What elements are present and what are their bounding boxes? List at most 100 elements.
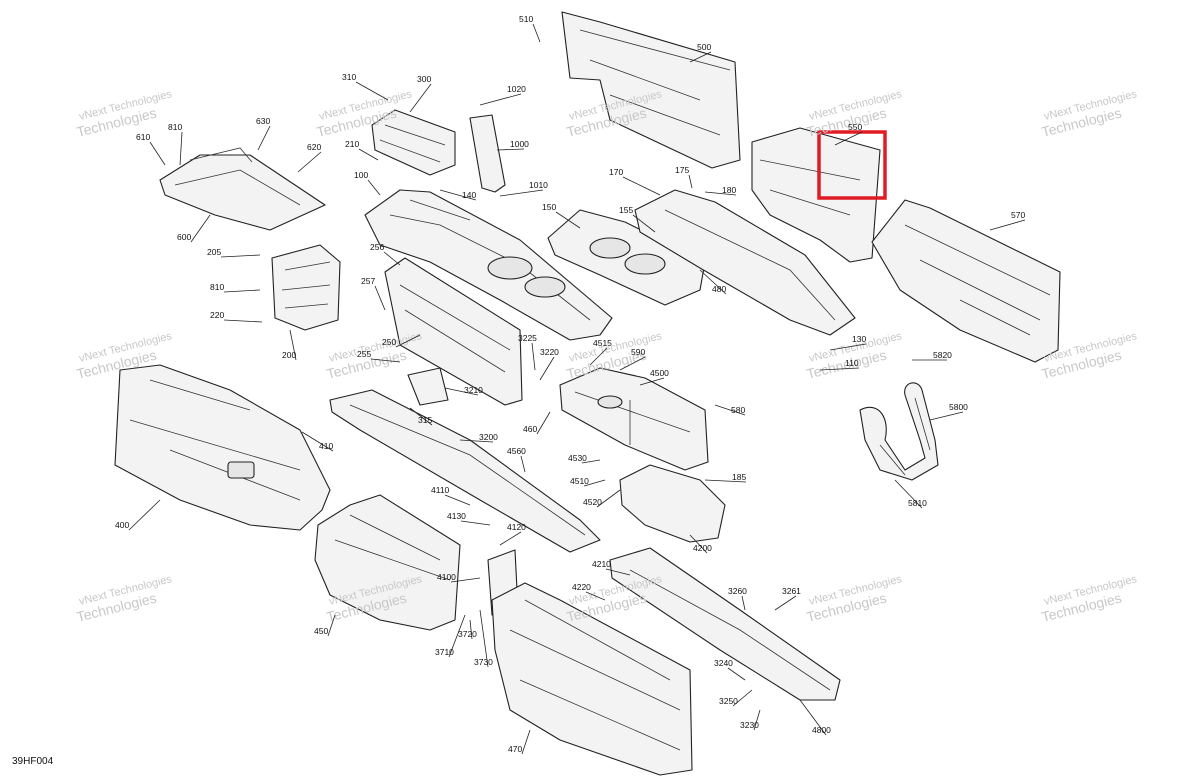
part-3200[interactable] (329, 389, 601, 553)
part-400[interactable] (114, 364, 331, 531)
callout-4520[interactable]: 4520 (583, 497, 602, 507)
part-170[interactable] (634, 189, 856, 336)
callout-257[interactable]: 257 (361, 276, 375, 286)
callout-140[interactable]: 140 (462, 190, 476, 200)
callout-180[interactable]: 180 (722, 185, 736, 195)
part-450[interactable] (314, 494, 461, 631)
callout-3230[interactable]: 3230 (740, 720, 759, 730)
part-3210[interactable] (407, 367, 449, 406)
part-550[interactable] (751, 127, 881, 263)
callout-4110[interactable]: 4110 (431, 485, 450, 495)
part-150[interactable] (547, 209, 706, 306)
callout-155[interactable]: 155 (619, 205, 633, 215)
part-100[interactable] (364, 189, 613, 341)
callout-185[interactable]: 185 (732, 472, 746, 482)
callout-3220[interactable]: 3220 (540, 347, 559, 357)
callout-500[interactable]: 500 (697, 42, 711, 52)
callout-630[interactable]: 630 (256, 116, 270, 126)
callout-310[interactable]: 310 (342, 72, 356, 82)
callout-470[interactable]: 470 (508, 744, 522, 754)
callout-550[interactable]: 550 (848, 122, 862, 132)
leader-line (536, 411, 551, 435)
callout-3240[interactable]: 3240 (714, 658, 733, 668)
callout-410[interactable]: 410 (319, 441, 333, 451)
leader-line (496, 148, 525, 151)
part-200[interactable] (271, 244, 341, 331)
callout-810[interactable]: 810 (168, 122, 182, 132)
callout-200[interactable]: 200 (282, 350, 296, 360)
callout-170[interactable]: 170 (609, 167, 623, 177)
part-600[interactable] (159, 147, 326, 231)
leader-line (727, 667, 746, 681)
callout-250[interactable]: 250 (382, 337, 396, 347)
callout-5800[interactable]: 5800 (949, 402, 968, 412)
callout-175[interactable]: 175 (675, 165, 689, 175)
part-470[interactable] (491, 582, 693, 776)
callout-570[interactable]: 570 (1011, 210, 1025, 220)
callout-4100[interactable]: 4100 (437, 572, 456, 582)
callout-3710[interactable]: 3710 (435, 647, 454, 657)
part-4200[interactable] (619, 464, 726, 543)
callout-4800[interactable]: 4800 (812, 725, 831, 735)
callout-580[interactable]: 580 (731, 405, 745, 415)
callout-255[interactable]: 255 (357, 349, 371, 359)
callout-3250[interactable]: 3250 (719, 696, 738, 706)
callout-4120[interactable]: 4120 (507, 522, 526, 532)
leader-line (596, 489, 621, 508)
callout-4510[interactable]: 4510 (570, 476, 589, 486)
callout-300[interactable]: 300 (417, 74, 431, 84)
callout-4130[interactable]: 4130 (447, 511, 466, 521)
callout-4210[interactable]: 4210 (592, 559, 611, 569)
callout-3730[interactable]: 3730 (474, 657, 493, 667)
callout-256[interactable]: 256 (370, 242, 384, 252)
callout-1010[interactable]: 1010 (529, 180, 548, 190)
leader-line (149, 141, 166, 166)
leader-line (688, 174, 693, 189)
leader-line (714, 404, 746, 416)
callout-510[interactable]: 510 (519, 14, 533, 24)
callout-480[interactable]: 480 (712, 284, 726, 294)
part-570[interactable] (871, 199, 1061, 363)
callout-3260[interactable]: 3260 (728, 586, 747, 596)
callout-210[interactable]: 210 (345, 139, 359, 149)
callout-400[interactable]: 400 (115, 520, 129, 530)
callout-5820[interactable]: 5820 (933, 350, 952, 360)
callout-600[interactable]: 600 (177, 232, 191, 242)
leader-line (689, 534, 708, 554)
callout-1020[interactable]: 1020 (507, 84, 526, 94)
callout-150[interactable]: 150 (542, 202, 556, 212)
callout-3200[interactable]: 3200 (479, 432, 498, 442)
callout-100[interactable]: 100 (354, 170, 368, 180)
callout-3210[interactable]: 3210 (464, 385, 483, 395)
callout-5810[interactable]: 5810 (908, 498, 927, 508)
callout-620[interactable]: 620 (307, 142, 321, 152)
callout-590[interactable]: 590 (631, 347, 645, 357)
callout-110[interactable]: 110 (845, 358, 859, 368)
callout-4560[interactable]: 4560 (507, 446, 526, 456)
part-4800[interactable] (609, 547, 841, 701)
callout-220[interactable]: 220 (210, 310, 224, 320)
callout-3720[interactable]: 3720 (458, 629, 477, 639)
callout-130[interactable]: 130 (852, 334, 866, 344)
callout-1000[interactable]: 1000 (510, 139, 529, 149)
callout-3261[interactable]: 3261 (782, 586, 801, 596)
callout-4530[interactable]: 4530 (568, 453, 587, 463)
callout-460[interactable]: 460 (523, 424, 537, 434)
leader-line (532, 23, 541, 43)
part-1000[interactable] (469, 114, 506, 193)
callout-4220[interactable]: 4220 (572, 582, 591, 592)
callout-4200[interactable]: 4200 (693, 543, 712, 553)
callout-3225[interactable]: 3225 (518, 333, 537, 343)
callout-205[interactable]: 205 (207, 247, 221, 257)
callout-610[interactable]: 610 (136, 132, 150, 142)
part-300[interactable] (371, 109, 456, 176)
callout-450[interactable]: 450 (314, 626, 328, 636)
callout-315[interactable]: 315 (418, 415, 432, 425)
callout-810[interactable]: 810 (210, 282, 224, 292)
part-500[interactable] (561, 11, 741, 169)
callout-4515[interactable]: 4515 (593, 338, 612, 348)
part-4500[interactable] (559, 367, 709, 471)
part-5800[interactable] (859, 382, 939, 481)
callout-4500[interactable]: 4500 (650, 368, 669, 378)
